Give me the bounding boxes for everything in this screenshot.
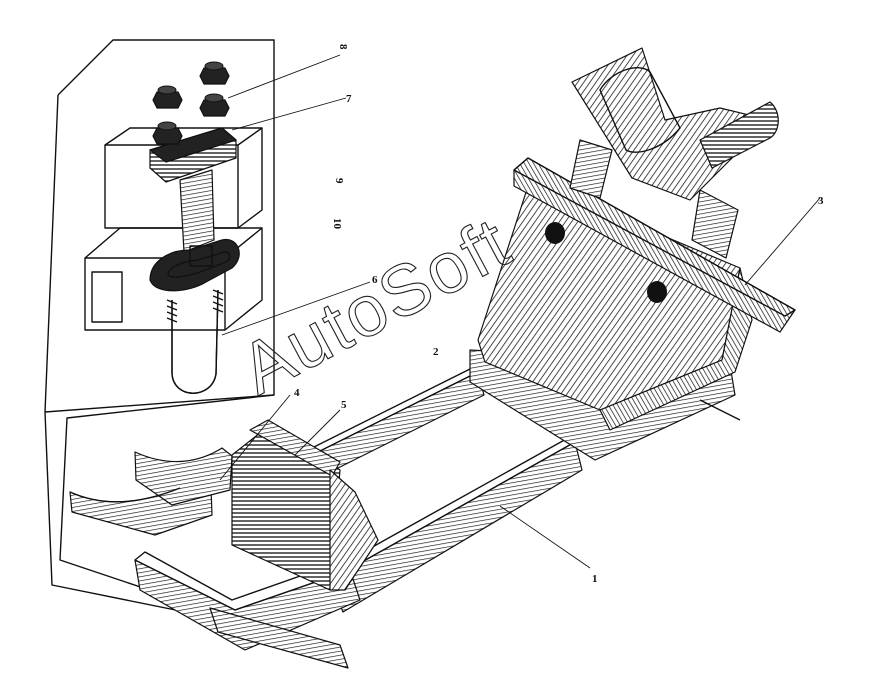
u-bolt xyxy=(166,289,224,394)
inset-outline-left xyxy=(44,94,59,413)
nut xyxy=(199,61,230,85)
nut xyxy=(199,93,230,117)
callout-9: 9 xyxy=(333,178,345,184)
leader-line-7 xyxy=(231,97,347,131)
cradle-side-plate xyxy=(599,267,753,431)
battery-box xyxy=(231,419,379,591)
leader-line-1 xyxy=(499,505,591,569)
callout-4: 4 xyxy=(294,387,300,399)
pin xyxy=(699,399,741,421)
leader-line-6 xyxy=(221,281,371,336)
callout-5: 5 xyxy=(341,399,347,411)
inset-pointer-line xyxy=(59,394,275,613)
nut xyxy=(152,85,183,109)
callout-10: 10 xyxy=(331,218,343,230)
callout-1: 1 xyxy=(592,573,598,585)
bracket-plate xyxy=(179,169,215,253)
inset-pointer-line xyxy=(44,411,216,619)
callout-7: 7 xyxy=(346,93,352,105)
detail-inset xyxy=(44,39,275,619)
subframe-assembly xyxy=(69,47,796,669)
top-saddle xyxy=(571,47,779,201)
leader-lines xyxy=(219,54,821,569)
saddle-leg xyxy=(569,139,613,199)
front-curved-mount xyxy=(134,447,233,506)
callout-3: 3 xyxy=(818,195,824,207)
callout-labels: 1 2 3 4 5 6 7 8 9 10 xyxy=(294,44,824,585)
upper-clamp-plate xyxy=(149,127,237,183)
front-cross-beam xyxy=(209,607,349,669)
leader-line-8 xyxy=(227,54,341,99)
left-side-rail xyxy=(317,371,485,477)
callout-2: 2 xyxy=(433,346,439,358)
leader-line-4 xyxy=(219,394,291,481)
nut xyxy=(152,121,183,145)
saddle-leg xyxy=(691,189,739,259)
callout-8: 8 xyxy=(337,44,349,50)
inset-outline xyxy=(44,39,275,413)
callout-6: 6 xyxy=(372,274,378,286)
leader-line-5 xyxy=(294,409,341,456)
cradle-hole xyxy=(647,281,667,303)
cradle-hole xyxy=(545,222,565,244)
saddle-roll xyxy=(699,101,779,169)
lower-clamp-plate xyxy=(149,238,240,292)
upper-rail-section xyxy=(104,127,263,229)
leader-line-3 xyxy=(744,197,821,286)
